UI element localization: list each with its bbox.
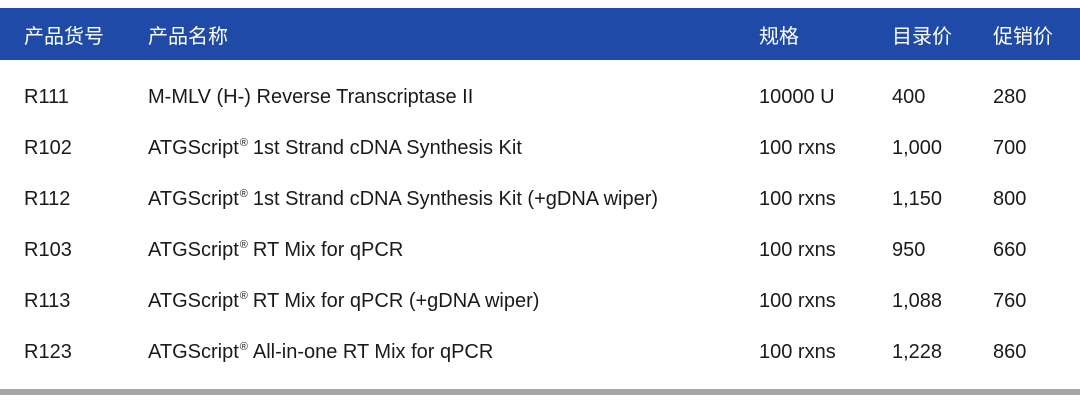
header-product-name: 产品名称 <box>148 25 228 48</box>
product-name-text: 1st Strand cDNA Synthesis Kit <box>252 137 522 159</box>
product-spec: 100 rxns <box>759 341 836 363</box>
product-code: R113 <box>24 290 71 312</box>
table-header: 产品货号 产品名称 规格 目录价 促销价 <box>0 8 1080 60</box>
header-product-code: 产品货号 <box>24 25 104 48</box>
table-row: R112 ATGScript® 1st Strand cDNA Synthesis… <box>0 174 1080 225</box>
header-list-price: 目录价 <box>892 25 952 48</box>
list-price: 950 <box>892 239 926 261</box>
product-spec: 100 rxns <box>759 188 836 210</box>
product-name: ATGScript® 1st Strand cDNA Synthesis Kit … <box>148 188 658 211</box>
brand-name: ATGScript <box>148 137 239 159</box>
brand-name: ATGScript <box>148 341 239 363</box>
promo-price: 860 <box>993 341 1027 363</box>
list-price: 1,088 <box>892 290 943 312</box>
list-price: 1,150 <box>892 188 943 210</box>
product-name-text: M-MLV (H-) Reverse Transcriptase II <box>148 86 474 108</box>
product-spec: 100 rxns <box>759 137 836 159</box>
registered-mark: ® <box>239 137 248 150</box>
table-body: R111 M-MLV (H-) Reverse Transcriptase II… <box>0 60 1080 378</box>
product-price-table: 产品货号 产品名称 规格 目录价 促销价 R111 M-MLV (H-) Rev… <box>0 8 1080 378</box>
table-row: R111 M-MLV (H-) Reverse Transcriptase II… <box>0 72 1080 123</box>
table-row: R102 ATGScript® 1st Strand cDNA Synthesis… <box>0 123 1080 174</box>
registered-mark: ® <box>239 341 248 354</box>
product-name-text: RT Mix for qPCR <box>252 239 404 261</box>
product-spec: 100 rxns <box>759 239 836 261</box>
promo-price: 800 <box>993 188 1027 210</box>
brand-name: ATGScript <box>148 239 239 261</box>
list-price: 1,000 <box>892 137 943 159</box>
promo-price: 280 <box>993 86 1027 108</box>
product-code: R112 <box>24 188 71 210</box>
promo-price: 660 <box>993 239 1027 261</box>
product-spec: 100 rxns <box>759 290 836 312</box>
bottom-divider <box>0 389 1080 395</box>
registered-mark: ® <box>239 188 248 201</box>
table-row: R103 ATGScript®RT Mix for qPCR 100 rxns … <box>0 225 1080 276</box>
header-promo-price: 促销价 <box>993 25 1053 48</box>
brand-name: ATGScript <box>148 188 239 210</box>
product-name: M-MLV (H-) Reverse Transcriptase II <box>148 86 473 109</box>
promo-price: 760 <box>993 290 1027 312</box>
product-code: R123 <box>24 341 72 363</box>
product-code: R111 <box>24 86 69 108</box>
product-name: ATGScript® 1st Strand cDNA Synthesis Kit <box>148 137 522 160</box>
brand-name: ATGScript <box>148 290 239 312</box>
product-name-text: RT Mix for qPCR (+gDNA wiper) <box>252 290 540 312</box>
product-name: ATGScript® RT Mix for qPCR <box>148 239 403 262</box>
product-code: R102 <box>24 137 72 159</box>
table-row: R123 ATGScript® All-in-one RT Mix for qPC… <box>0 327 1080 378</box>
product-name-text: 1st Strand cDNA Synthesis Kit (+gDNA wip… <box>252 188 659 210</box>
product-code: R103 <box>24 239 72 261</box>
product-name: ATGScript® All-in-one RT Mix for qPCR <box>148 341 493 364</box>
list-price: 1,228 <box>892 341 943 363</box>
product-name-text: All-in-one RT Mix for qPCR <box>252 341 494 363</box>
product-spec: 10000 U <box>759 86 835 108</box>
promo-price: 700 <box>993 137 1027 159</box>
list-price: 400 <box>892 86 926 108</box>
table-row: R113 ATGScript® RT Mix for qPCR (+gDNA wi… <box>0 276 1080 327</box>
product-name: ATGScript® RT Mix for qPCR (+gDNA wiper) <box>148 290 539 313</box>
registered-mark: ® <box>239 239 248 252</box>
header-spec: 规格 <box>759 25 799 48</box>
registered-mark: ® <box>239 290 248 303</box>
